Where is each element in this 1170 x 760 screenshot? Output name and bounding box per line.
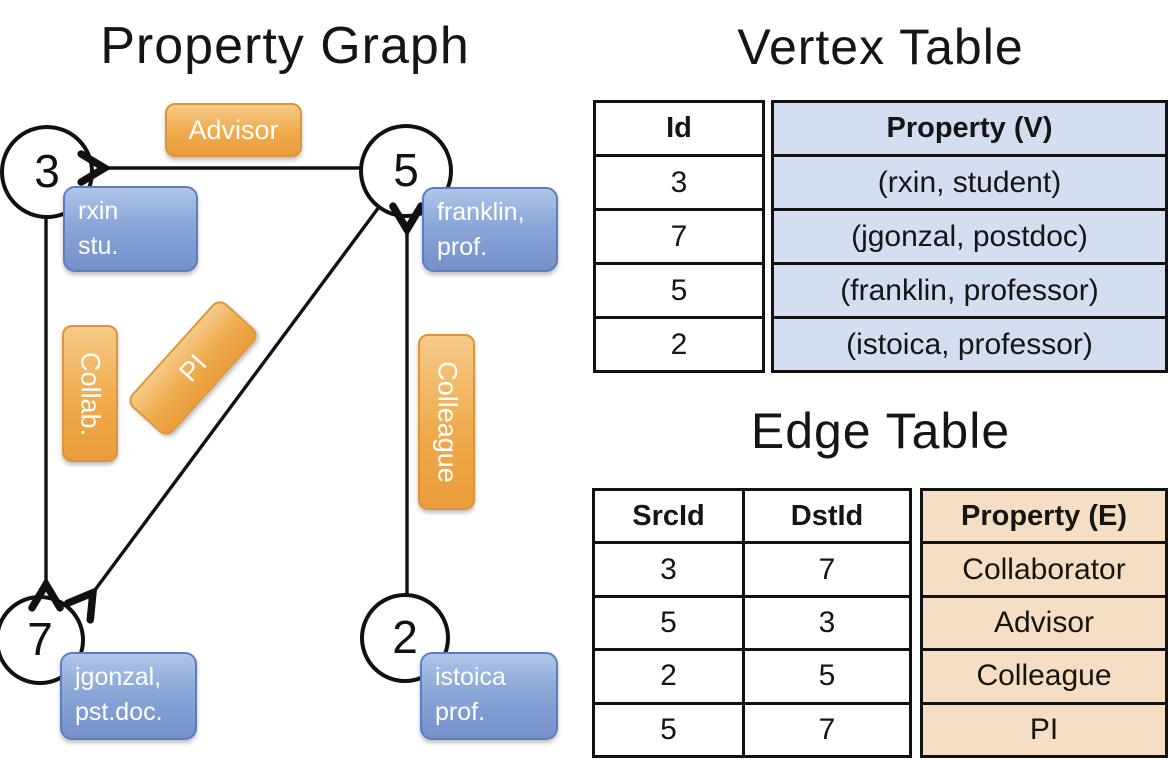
vertex-table-property-cell: (rxin, student) [774, 157, 1165, 208]
vertex-table-id-cell: 7 [670, 219, 688, 253]
edge-table-header-property: Property (E) [923, 491, 1165, 542]
edge-table-header-dstid: DstId [742, 491, 909, 542]
edge-label-advisor-text: Advisor [188, 114, 279, 145]
edge-arrow-5-to-7 [63, 205, 381, 624]
vertex-table-header-id: Id [666, 112, 692, 144]
edge-table-property-cell: Collaborator [923, 544, 1165, 595]
vertex-id-5: 5 [393, 144, 419, 196]
edge-table-dstid-cell: 7 [742, 704, 909, 756]
edge-label-collab-text: Collab. [75, 351, 106, 436]
edge-table-property-cell: PI [923, 704, 1165, 756]
edge-table-dstid-cell: 5 [742, 651, 909, 702]
vertex-table-id-column: Id 3 7 5 2 [593, 100, 765, 373]
edge-table-header-srcid: SrcId [632, 499, 705, 532]
edge-label-advisor: Advisor [165, 103, 302, 157]
vertex-table-id-cell: 2 [670, 327, 688, 361]
vertex-id-2: 2 [392, 611, 418, 663]
vertex-property-box-7: jgonzal, pst.doc. [60, 652, 197, 740]
edge-label-colleague: Colleague [418, 334, 475, 510]
vertex-table-id-cell: 5 [670, 273, 688, 307]
vertex-table-property-cell: (franklin, professor) [774, 265, 1165, 316]
vertex-property-box-5: franklin, prof. [422, 187, 558, 272]
vertex-table-header-property: Property (V) [774, 103, 1165, 154]
property-graph-title: Property Graph [100, 17, 470, 75]
vertex-table-property-cell: (istoica, professor) [774, 319, 1165, 370]
edge-table-srcid-cell: 2 [660, 659, 677, 693]
vertex-table-id-cell: 3 [670, 165, 688, 199]
vertex-table-title: Vertex Table [737, 19, 1024, 75]
vertex-table-property-column: Property (V) (rxin, student) (jgonzal, p… [771, 100, 1168, 373]
edge-table-id-columns: SrcId DstId 3 7 5 3 2 5 5 7 [592, 488, 912, 758]
edge-label-pi-text: PI [172, 348, 213, 388]
edge-table-dstid-cell: 7 [742, 544, 909, 595]
vertex-id-7: 7 [27, 613, 53, 665]
edge-table-property-cell: Colleague [923, 651, 1165, 702]
edge-table-srcid-cell: 3 [660, 552, 677, 586]
edge-label-collab: Collab. [62, 325, 118, 462]
edge-label-colleague-text: Colleague [432, 361, 462, 483]
edge-table-property-cell: Advisor [923, 597, 1165, 649]
edge-table-srcid-cell: 5 [660, 606, 677, 640]
edge-table-dstid-cell: 3 [742, 597, 909, 649]
edge-table-property-column: Property (E) Collaborator Advisor Collea… [920, 488, 1168, 758]
vertex-property-box-2: istoica prof. [420, 652, 558, 740]
edge-table-srcid-cell: 5 [660, 712, 677, 746]
edge-table-title: Edge Table [750, 403, 1011, 459]
vertex-table-property-cell: (jgonzal, postdoc) [774, 211, 1165, 262]
vertex-property-box-3: rxin stu. [63, 186, 198, 272]
vertex-id-3: 3 [34, 145, 60, 197]
